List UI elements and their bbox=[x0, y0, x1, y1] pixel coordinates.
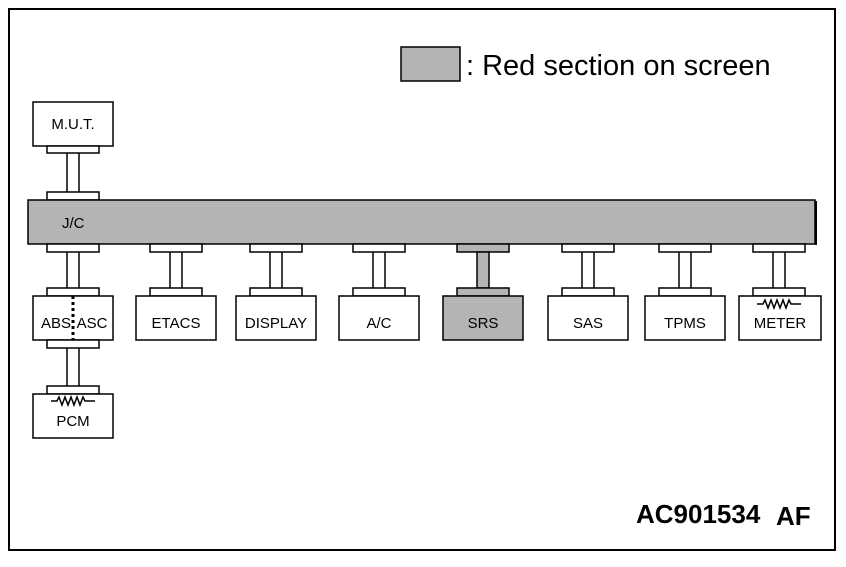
node-srs-label: SRS bbox=[468, 315, 499, 332]
mut-connector-top bbox=[46, 145, 100, 154]
meter-connector-top bbox=[752, 243, 806, 253]
node-jc bbox=[27, 199, 816, 245]
display-connector-top bbox=[249, 243, 303, 253]
legend-swatch bbox=[400, 46, 461, 82]
srs-connector-top bbox=[456, 243, 510, 253]
sas-connector-bottom bbox=[561, 287, 615, 297]
ac-connector-bottom bbox=[352, 287, 406, 297]
figure-code: AC901534 bbox=[636, 499, 761, 529]
tpms-connector-bottom bbox=[658, 287, 712, 297]
node-ac bbox=[338, 295, 420, 341]
meter-connector-bottom bbox=[752, 287, 806, 297]
node-display-label: DISPLAY bbox=[245, 315, 307, 332]
abs-connector-bottom bbox=[46, 287, 100, 297]
node-asc-label: ASC bbox=[77, 315, 108, 332]
srs-connector-bottom bbox=[456, 287, 510, 297]
pcm-resistor-icon bbox=[51, 394, 95, 408]
figure-frame bbox=[8, 8, 836, 551]
node-abs-label: ABS bbox=[41, 315, 71, 332]
node-etacs bbox=[135, 295, 217, 341]
etacs-connector-top bbox=[149, 243, 203, 253]
node-tpms bbox=[644, 295, 726, 341]
tpms-connector-top bbox=[658, 243, 712, 253]
srs-wire bbox=[476, 251, 490, 289]
etacs-connector-bottom bbox=[149, 287, 203, 297]
node-sas bbox=[547, 295, 629, 341]
node-display bbox=[235, 295, 317, 341]
node-sas-label: SAS bbox=[573, 315, 603, 332]
node-pcm-label: PCM bbox=[56, 413, 89, 430]
node-jc-label: J/C bbox=[62, 215, 85, 232]
node-etacs-label: ETACS bbox=[152, 315, 201, 332]
node-meter-label: METER bbox=[754, 315, 807, 332]
display-connector-bottom bbox=[249, 287, 303, 297]
node-srs bbox=[442, 295, 524, 341]
pcm-connector-bottom bbox=[46, 385, 100, 395]
mut-connector-bottom bbox=[46, 191, 100, 201]
node-mut bbox=[32, 101, 114, 147]
ac-connector-top bbox=[352, 243, 406, 253]
sas-connector-top bbox=[561, 243, 615, 253]
meter-resistor-icon bbox=[757, 297, 801, 311]
abs-connector-top bbox=[46, 243, 100, 253]
node-ac-label: A/C bbox=[366, 315, 391, 332]
figure-code-suffix: AF bbox=[776, 501, 811, 531]
node-tpms-label: TPMS bbox=[664, 315, 706, 332]
pcm-connector-top bbox=[46, 339, 100, 349]
legend-text: : Red section on screen bbox=[466, 50, 771, 82]
node-mut-label: M.U.T. bbox=[51, 116, 94, 133]
node-meter bbox=[738, 295, 822, 341]
